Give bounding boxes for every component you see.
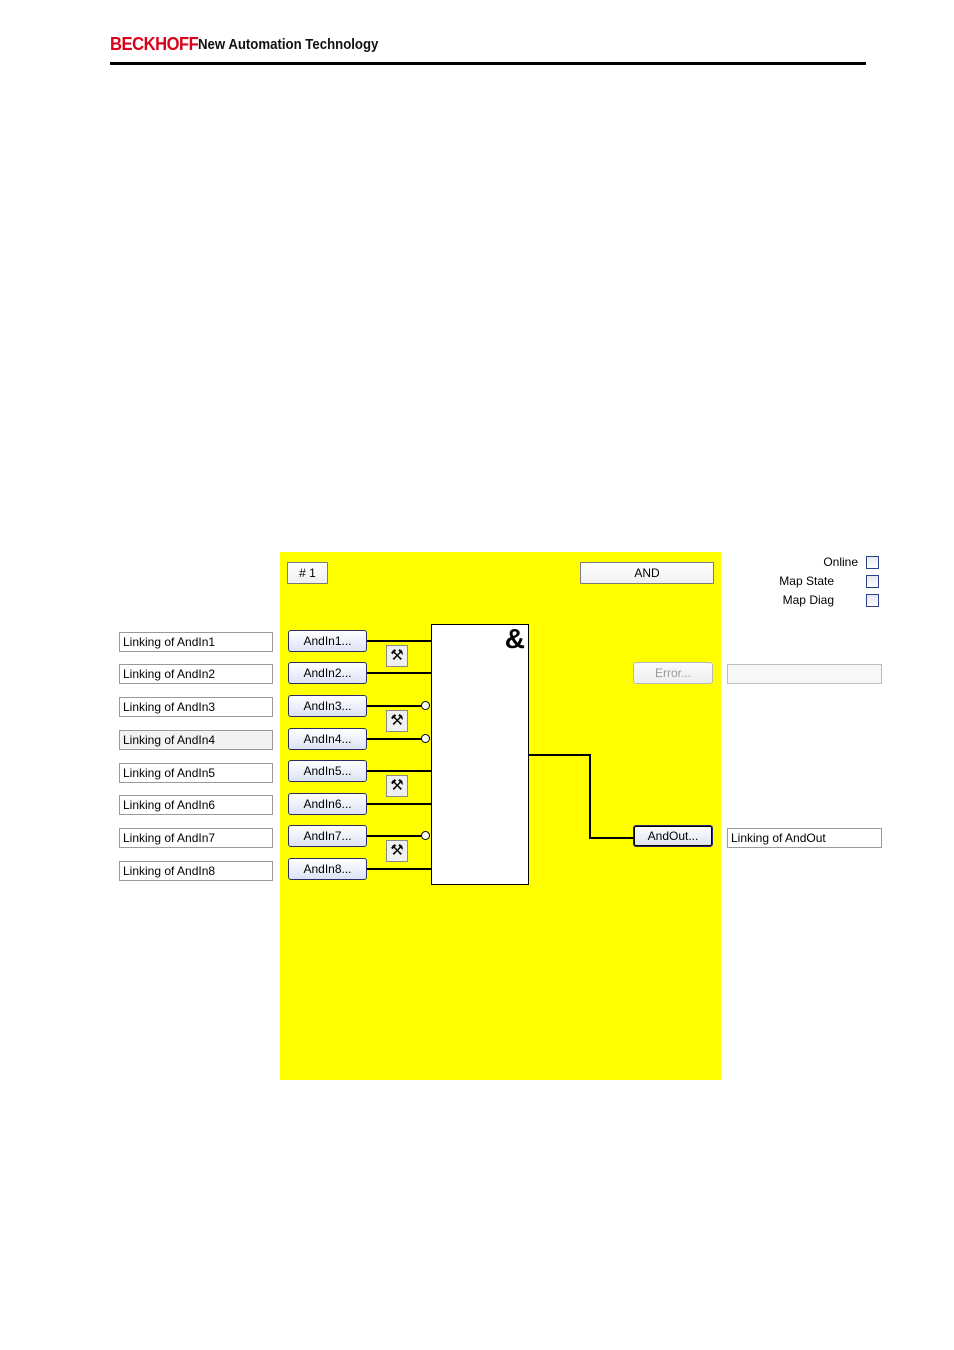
wire-andin8 — [367, 868, 431, 870]
andin1-button[interactable]: AndIn1... — [288, 630, 367, 652]
page-header: BECKHOFF New Automation Technology — [110, 28, 866, 66]
link-field-andin7[interactable]: Linking of AndIn7 — [119, 828, 273, 848]
andin4-button[interactable]: AndIn4... — [288, 728, 367, 750]
link-field-andin1[interactable]: Linking of AndIn1 — [119, 632, 273, 652]
andout-button[interactable]: AndOut... — [633, 825, 713, 847]
map-state-checkbox[interactable] — [866, 575, 879, 588]
link-field-andin2[interactable]: Linking of AndIn2 — [119, 664, 273, 684]
link-field-andin5[interactable]: Linking of AndIn5 — [119, 763, 273, 783]
wire-andin3 — [367, 705, 421, 707]
wire-andin5 — [367, 770, 431, 772]
negation-circle-andin7 — [421, 831, 430, 840]
andin8-button[interactable]: AndIn8... — [288, 858, 367, 880]
tools-icon[interactable]: ⚒ — [386, 840, 408, 862]
brand-tagline: New Automation Technology — [198, 36, 379, 53]
and-gate-block: & — [431, 623, 529, 885]
link-field-andout[interactable]: Linking of AndOut — [727, 828, 882, 848]
online-label: Online — [823, 555, 858, 569]
and-gate-symbol: & — [504, 623, 525, 654]
error-button[interactable]: Error... — [633, 662, 713, 684]
tools-icon[interactable]: ⚒ — [386, 645, 408, 667]
block-type-button[interactable]: AND — [580, 562, 714, 584]
header-divider — [110, 62, 866, 65]
tools-icon[interactable]: ⚒ — [386, 775, 408, 797]
map-diag-label: Map Diag — [782, 593, 834, 607]
block-index-button[interactable]: # 1 — [287, 562, 328, 584]
wire-andin7 — [367, 835, 421, 837]
andin2-button[interactable]: AndIn2... — [288, 662, 367, 684]
link-field-andin6[interactable]: Linking of AndIn6 — [119, 795, 273, 815]
negation-circle-andin3 — [421, 701, 430, 710]
andin5-button[interactable]: AndIn5... — [288, 760, 367, 782]
link-field-andin8[interactable]: Linking of AndIn8 — [119, 861, 273, 881]
map-state-label: Map State — [779, 574, 834, 588]
link-field-andin4[interactable]: Linking of AndIn4 — [119, 730, 273, 750]
wire-andin4 — [367, 738, 421, 740]
wire-andin2 — [367, 672, 431, 674]
map-diag-checkbox[interactable] — [866, 594, 879, 607]
tools-icon[interactable]: ⚒ — [386, 710, 408, 732]
andin6-button[interactable]: AndIn6... — [288, 793, 367, 815]
wire-andin6 — [367, 803, 431, 805]
wire-output-horizontal-1 — [529, 754, 591, 756]
wire-output-vertical — [589, 754, 591, 839]
brand-logo: BECKHOFF — [110, 34, 199, 54]
andin7-button[interactable]: AndIn7... — [288, 825, 367, 847]
online-checkbox[interactable] — [866, 556, 879, 569]
negation-circle-andin4 — [421, 734, 430, 743]
error-field — [727, 664, 882, 684]
andin3-button[interactable]: AndIn3... — [288, 695, 367, 717]
wire-andin1 — [367, 640, 431, 642]
wire-output-horizontal-2 — [589, 837, 634, 839]
link-field-andin3[interactable]: Linking of AndIn3 — [119, 697, 273, 717]
